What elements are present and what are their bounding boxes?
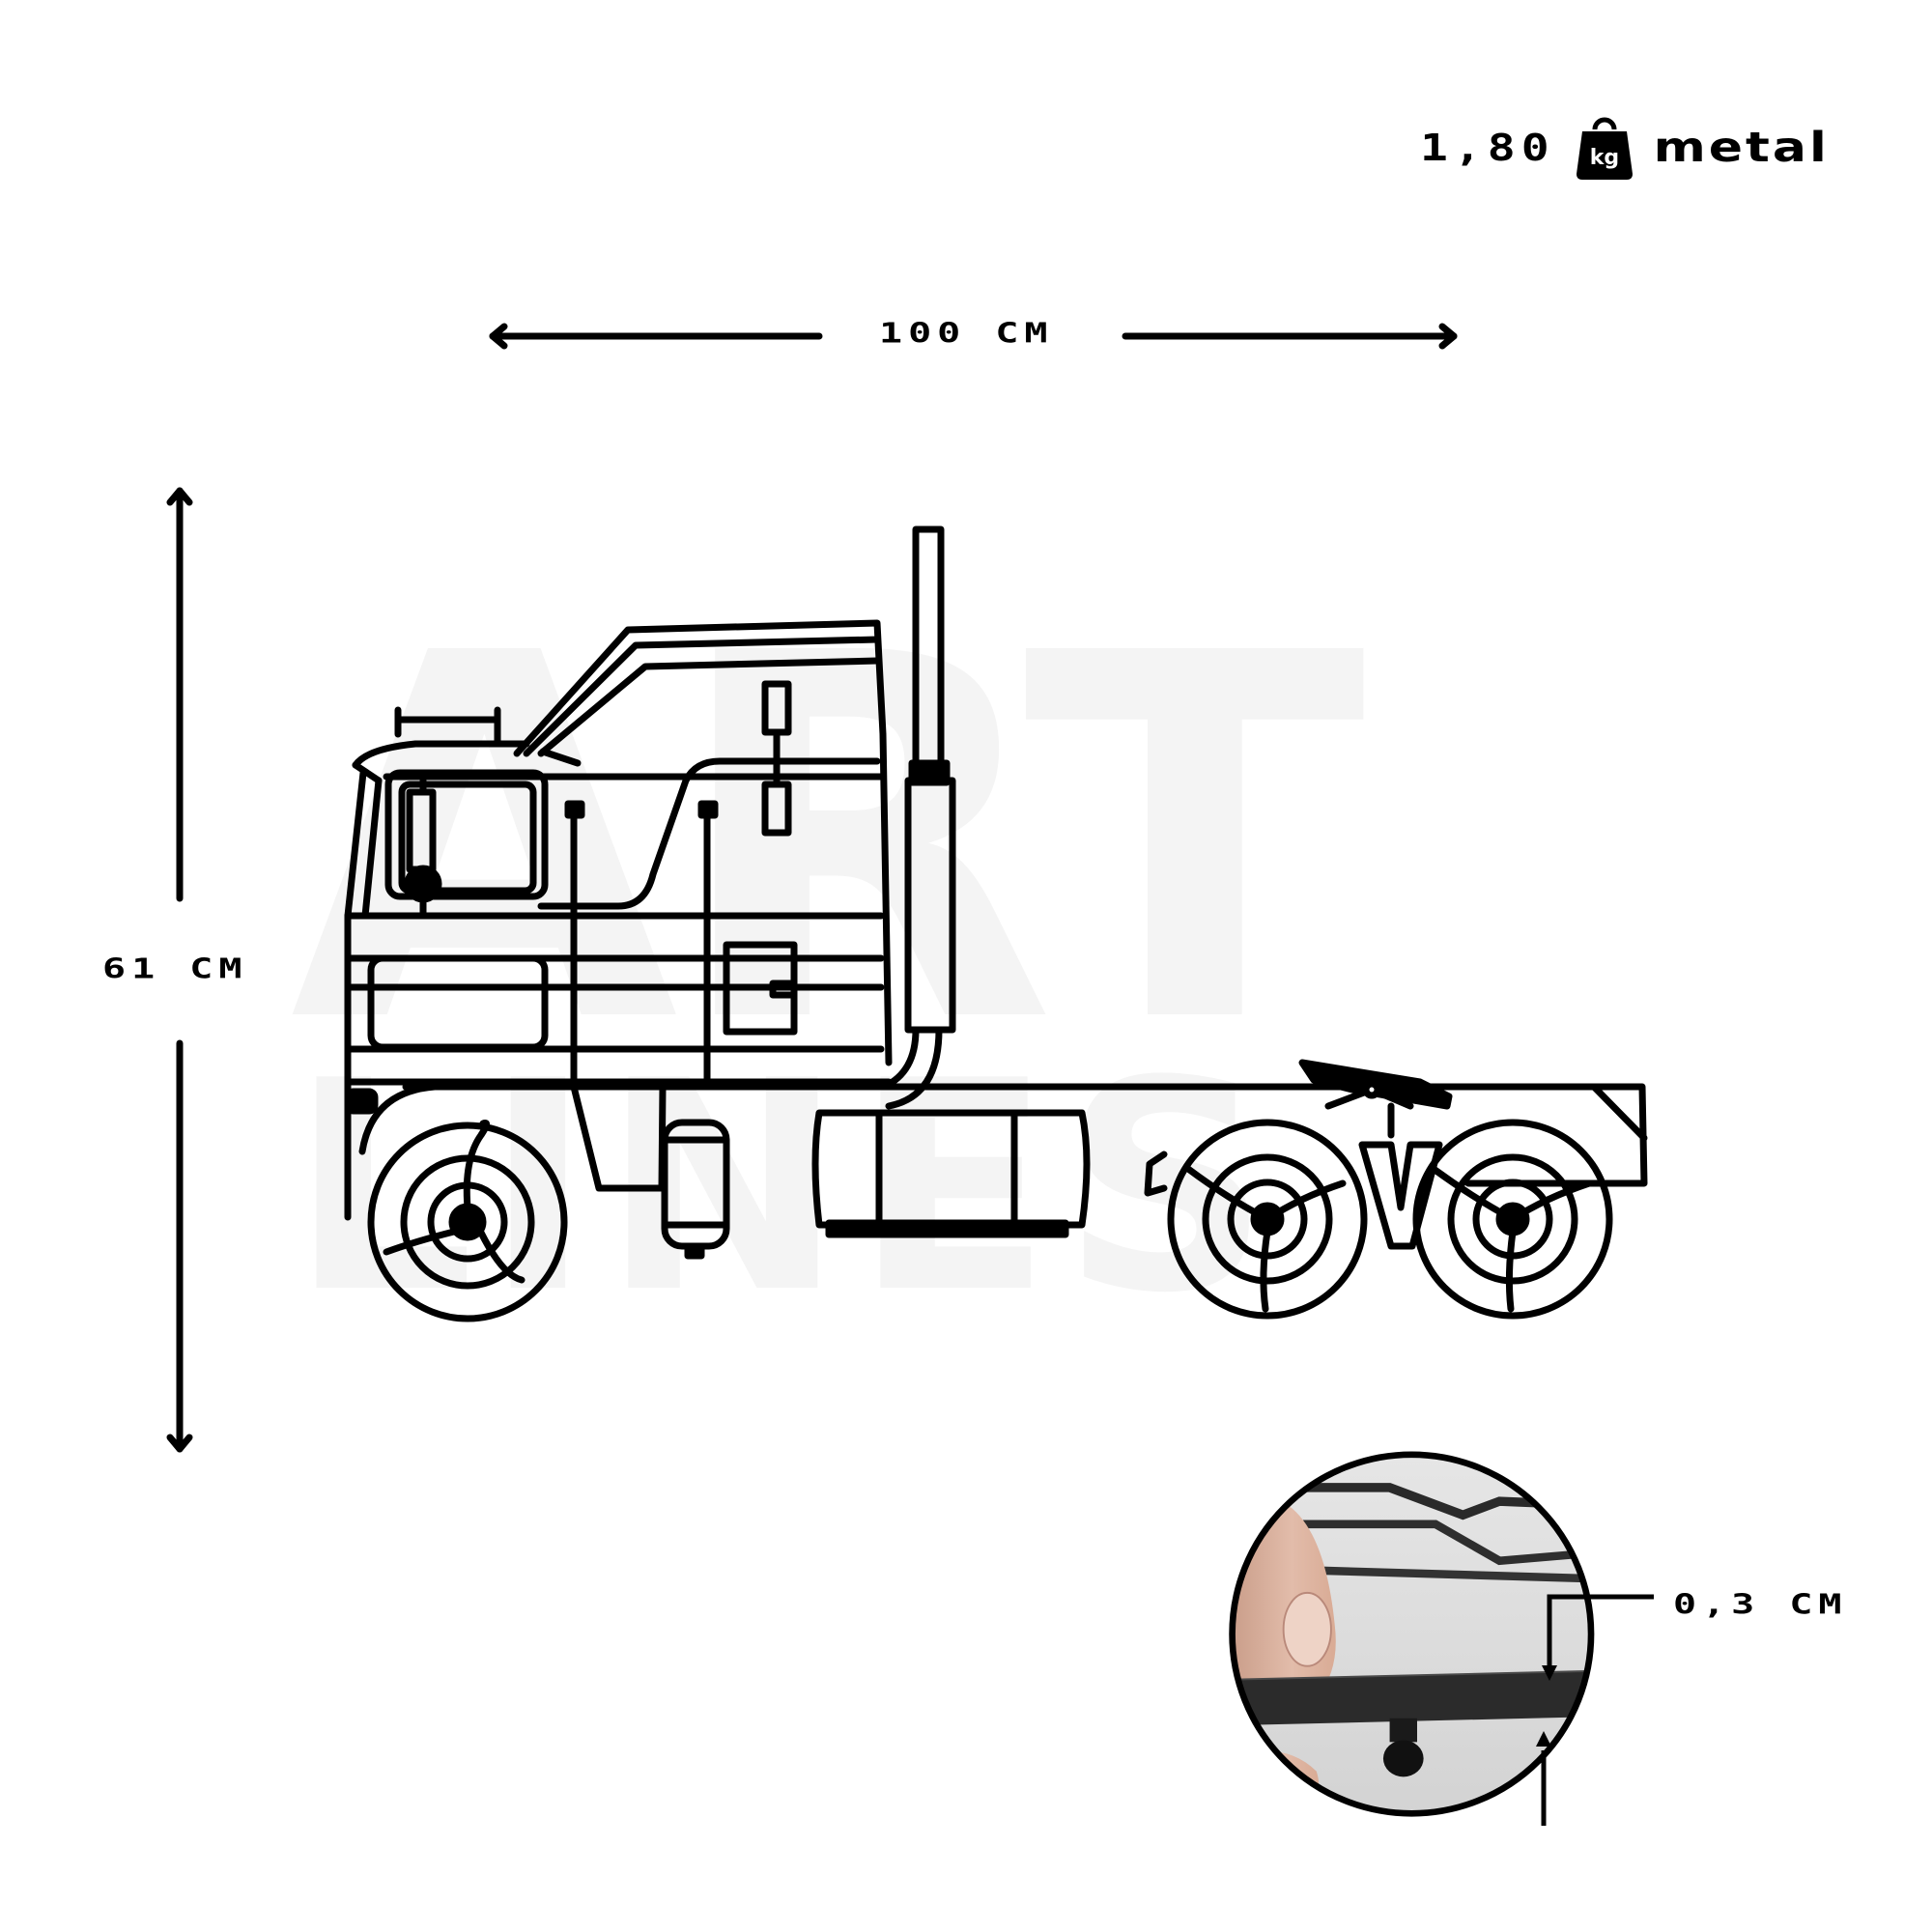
weight-material-label: 1,80 kg metal xyxy=(1420,114,1830,182)
cab-door xyxy=(367,954,549,1051)
exhaust-muffler xyxy=(904,777,956,1034)
rear-wheel-1 xyxy=(1167,1119,1368,1320)
material-label: metal xyxy=(1653,124,1830,172)
kg-weight-icon: kg xyxy=(1575,116,1634,180)
rear-suspension xyxy=(1358,1141,1443,1250)
thickness-detail-inset xyxy=(1229,1451,1595,1817)
height-label: 61 CM xyxy=(102,952,248,985)
fuel-tank xyxy=(811,1109,1091,1229)
svg-text:kg: kg xyxy=(1589,146,1618,170)
weight-value: 1,80 xyxy=(1420,126,1555,170)
front-wheel xyxy=(367,1122,568,1322)
width-label: 100 CM xyxy=(879,317,1054,350)
thickness-label: 0,3 CM xyxy=(1673,1588,1848,1621)
cab-window xyxy=(384,769,549,900)
